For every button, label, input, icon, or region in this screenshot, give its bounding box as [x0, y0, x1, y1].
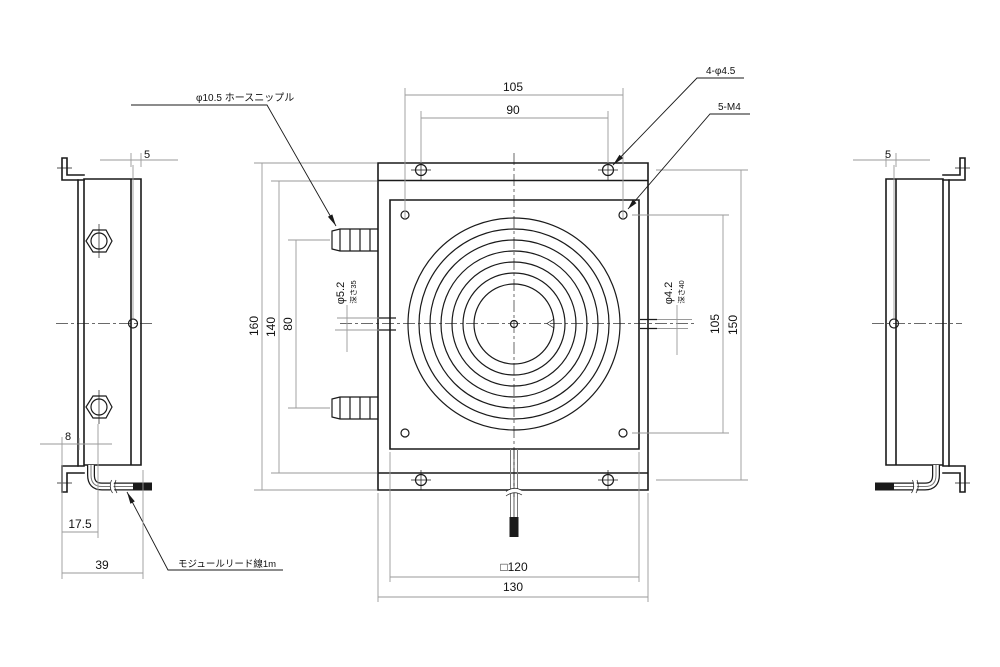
- callout-tapped-holes: 5-M4: [627, 102, 750, 210]
- left-view-dimensions: 5 8 17.5 39: [40, 149, 178, 579]
- callouts: φ10.5 ホースニップル 4-φ4.5 5-M4 モジュールリード線1m: [126, 66, 750, 571]
- dim-bracket-port: 17.5: [68, 517, 92, 531]
- label-tapped-holes: 5-M4: [718, 102, 741, 113]
- dim-depth-overall: 39: [95, 558, 109, 572]
- left-view-hole: [127, 318, 139, 329]
- right-port-mouth: [640, 318, 657, 330]
- right-view-hole: [888, 318, 900, 329]
- label-mount-holes: 4-φ4.5: [706, 66, 736, 77]
- dim-height-inner: 140: [264, 317, 278, 337]
- right-view-plate: [885, 178, 950, 467]
- label-lead-wire: モジュールリード線1m: [178, 558, 276, 570]
- dim-right-outer: 150: [726, 315, 740, 335]
- right-view-dimensions: 5: [853, 149, 930, 318]
- dim-right-thickness: 5: [885, 149, 891, 161]
- label-hose-nipple: φ10.5 ホースニップル: [196, 92, 294, 104]
- front-dimensions: 105 90 160 140 80 φ5.2 深さ35 φ4.2 深さ40 10…: [247, 80, 748, 602]
- left-view-nipple-nuts: [85, 224, 113, 424]
- left-side-view: 5 8 17.5 39: [40, 149, 178, 579]
- hose-nipple-top: [331, 228, 378, 252]
- callout-hose-nipple: φ10.5 ホースニップル: [131, 92, 337, 227]
- right-view-wire: [875, 465, 940, 494]
- hose-nipple-bottom: [331, 396, 378, 420]
- left-view-plate: [77, 178, 142, 467]
- dim-port-spacing: 80: [281, 317, 295, 331]
- callout-mount-holes: 4-φ4.5: [612, 66, 744, 166]
- front-body-outline: [377, 162, 649, 491]
- flange-holes: [411, 160, 618, 490]
- dim-width-overall: 130: [503, 580, 523, 594]
- right-side-view: 5: [853, 149, 970, 494]
- front-view: 105 90 160 140 80 φ5.2 深さ35 φ4.2 深さ40 10…: [247, 80, 748, 602]
- left-port-mouth: [379, 317, 396, 331]
- label-left-port-dia: φ5.2: [335, 282, 347, 304]
- callout-lead-wire: モジュールリード線1m: [126, 491, 283, 571]
- dim-bracket-offset: 8: [65, 431, 71, 443]
- spiral-channel: [407, 217, 621, 431]
- right-view-bracket: [942, 157, 966, 493]
- left-view-wire: [87, 465, 152, 494]
- dim-left-thickness: 5: [144, 149, 150, 161]
- dim-square-size: □120: [500, 560, 528, 574]
- dim-right-inner: 105: [708, 314, 722, 334]
- label-left-port-depth: 深さ35: [349, 280, 358, 303]
- label-right-port-dia: φ4.2: [663, 282, 675, 304]
- channel-end-marker: [546, 318, 555, 329]
- dim-top-outer: 105: [503, 80, 523, 94]
- label-right-port-depth: 深さ40: [677, 280, 686, 303]
- front-lead-wire: [504, 449, 524, 537]
- dim-top-inner: 90: [506, 103, 520, 117]
- dim-height-overall: 160: [247, 316, 261, 336]
- center-hole: [509, 319, 519, 329]
- left-view-bracket: [61, 157, 85, 493]
